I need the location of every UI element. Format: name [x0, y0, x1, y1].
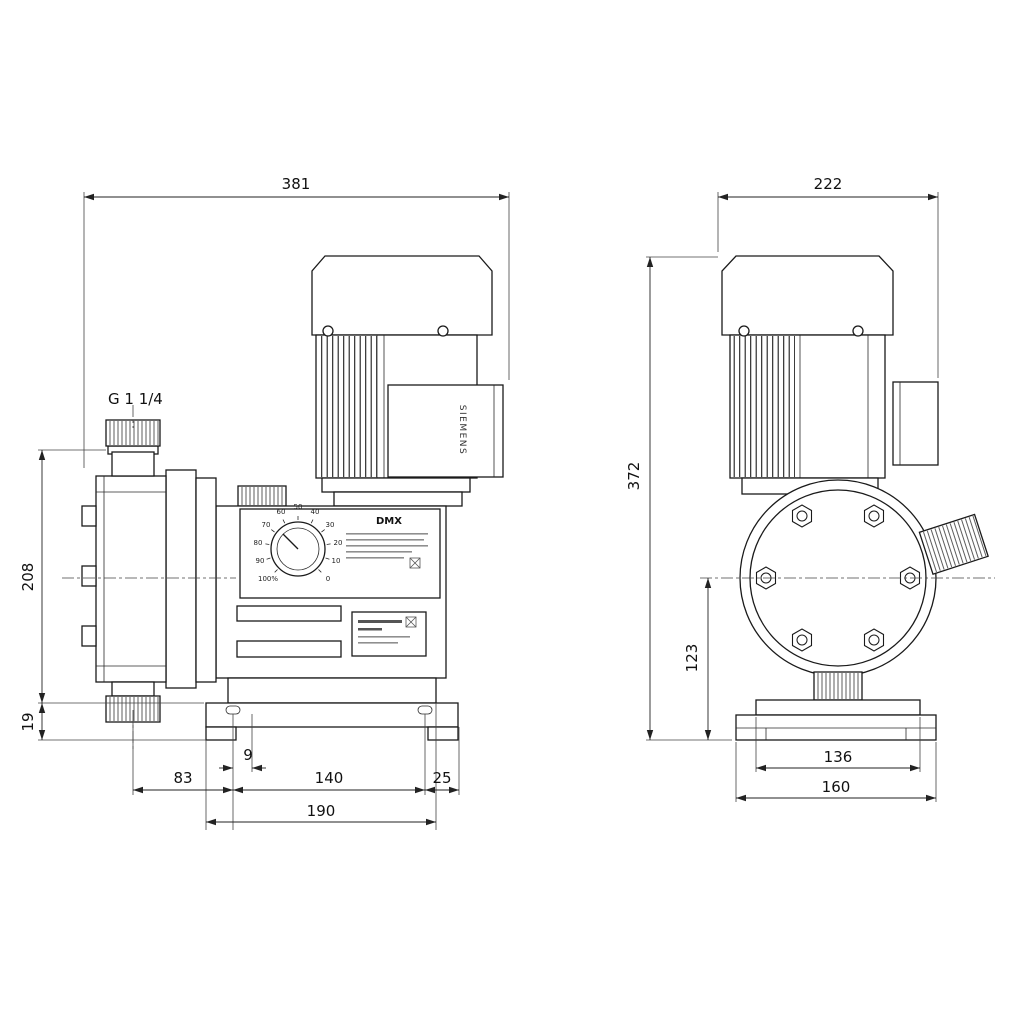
svg-text:10: 10: [332, 557, 341, 565]
motor-hood: [311, 255, 493, 336]
motor-brand-label: SIEMENS: [457, 405, 467, 455]
dim-83: 83: [173, 769, 192, 787]
top-neck: [111, 451, 155, 477]
dosing-head: [81, 419, 217, 723]
dimension-labels: 381 222 208 19 372 123 9 83 140 25 190 1…: [19, 175, 852, 820]
logo-plate: [351, 611, 427, 657]
extension-lines-front: [646, 192, 939, 802]
motor-bolt: [437, 325, 449, 337]
bottom-neck: [111, 681, 155, 697]
motor-bolt: [738, 325, 750, 337]
nameplate-text-lines: [346, 533, 428, 569]
adjustment-cap-knurl: [239, 487, 285, 505]
model-label: DMX: [376, 516, 402, 527]
dim-9: 9: [243, 746, 253, 764]
svg-text:60: 60: [277, 508, 286, 516]
vent-slot: [236, 605, 342, 622]
side-view: SIEMENS 100% 90 8: [62, 255, 504, 750]
dimension-annotations: 381 222 208 19 372 123 9 83 140 25 190 1…: [19, 175, 939, 830]
knob-scale-labels: 100% 90 80 70 60 50 40 30 20 10 0: [254, 503, 343, 583]
motor-fins: [317, 336, 377, 477]
motor-terminal-box: [387, 384, 504, 478]
dim-overall-height-372: 372: [625, 462, 643, 491]
front-base: [735, 699, 937, 741]
svg-text:80: 80: [254, 539, 263, 547]
svg-text:40: 40: [311, 508, 320, 516]
dim-25: 25: [432, 769, 451, 787]
motor-flange-lower: [333, 491, 463, 507]
dim-height-208: 208: [19, 563, 37, 592]
dim-overall-depth-front: 222: [814, 175, 843, 193]
svg-text:0: 0: [326, 575, 330, 583]
head-nut: [81, 625, 97, 647]
extension-lines-side: [38, 192, 510, 830]
thread-size-label: G 1 1/4: [108, 390, 163, 408]
top-thread-knurl: [107, 421, 159, 445]
terminal-box-front: [892, 381, 939, 466]
head-nut: [81, 565, 97, 587]
motor-bolt: [322, 325, 334, 337]
suction-stub-knurl: [815, 673, 861, 699]
dimension-lines: [38, 193, 938, 826]
knob-ticks: [265, 516, 331, 573]
dim-center-height-123: 123: [683, 644, 701, 673]
motor-hood-front: [721, 255, 894, 336]
dim-160: 160: [822, 778, 851, 796]
svg-text:20: 20: [334, 539, 343, 547]
dim-136: 136: [824, 748, 853, 766]
svg-text:70: 70: [262, 521, 271, 529]
dim-190: 190: [307, 802, 336, 820]
vent-slot: [236, 640, 342, 658]
front-view: [700, 255, 995, 741]
foot: [205, 726, 237, 741]
stroke-knob: 100% 90 80 70 60 50 40 30 20 10 0: [254, 503, 343, 583]
motor-flange: [321, 477, 471, 493]
svg-text:100%: 100%: [258, 575, 278, 583]
svg-text:30: 30: [326, 521, 335, 529]
certification-mark: [409, 557, 421, 569]
svg-text:90: 90: [256, 557, 265, 565]
svg-text:50: 50: [294, 503, 303, 511]
motor-bolt: [852, 325, 864, 337]
head-nut: [81, 505, 97, 527]
dim-140: 140: [315, 769, 344, 787]
dim-overall-width-side: 381: [282, 175, 311, 193]
foot: [427, 726, 459, 741]
motor-fins-front: [731, 336, 795, 477]
dim-base-height-19: 19: [19, 712, 37, 731]
side-base: [205, 677, 459, 741]
discharge-connector: [918, 513, 989, 575]
